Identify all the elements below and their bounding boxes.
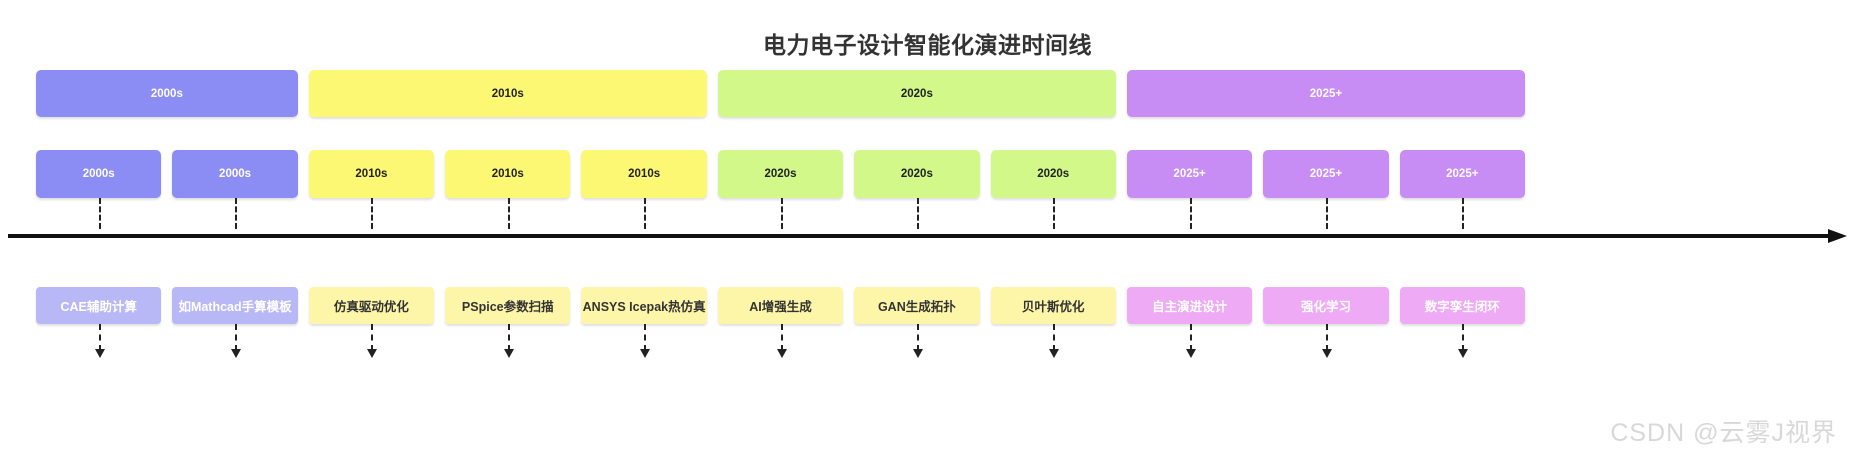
connector-arrow-down-icon	[367, 349, 378, 358]
period-box-label: 2010s	[628, 168, 661, 180]
connector-arrow-down-icon	[640, 349, 651, 358]
connector-line-down	[98, 324, 101, 351]
period-box-label: 2010s	[491, 168, 524, 180]
connector-line-up	[1462, 198, 1465, 229]
era-bar[interactable]: 2025+	[1126, 70, 1525, 117]
connector-line-up	[235, 198, 238, 229]
period-box[interactable]: 2020s	[854, 150, 980, 198]
milestone-box[interactable]: 自主演进设计	[1126, 287, 1253, 324]
period-box-label: 2000s	[82, 168, 115, 180]
period-box-label: 2025+	[1173, 168, 1206, 180]
period-box[interactable]: 2010s	[308, 150, 435, 198]
milestone-label: 贝叶斯优化	[1021, 300, 1085, 314]
era-bar[interactable]: 2020s	[717, 70, 1116, 117]
connector-arrow-down-icon	[94, 349, 105, 358]
milestone-label: ANSYS Icepak热仿真	[582, 300, 706, 314]
period-box[interactable]: 2025+	[1126, 150, 1253, 198]
milestone-box[interactable]: ANSYS Icepak热仿真	[581, 287, 707, 324]
milestone-box[interactable]: GAN生成拓扑	[854, 287, 980, 324]
milestone-label: 数字孪生闭环	[1424, 300, 1500, 314]
milestone-label: 如Mathcad手算模板	[178, 300, 292, 314]
connector-line-down	[916, 324, 919, 351]
milestone-box[interactable]: 仿真驱动优化	[308, 287, 435, 324]
era-bar-label: 2000s	[150, 87, 183, 100]
connector-line-down	[780, 324, 783, 351]
period-box[interactable]: 2000s	[36, 150, 162, 198]
era-bar-label: 2025+	[1309, 87, 1343, 100]
milestone-box[interactable]: 数字孪生闭环	[1399, 287, 1525, 324]
milestone-box[interactable]: AI增强生成	[717, 287, 844, 324]
era-bar[interactable]: 2010s	[308, 70, 707, 117]
connector-line-down	[235, 324, 238, 351]
page-title: 电力电子设计智能化演进时间线	[763, 32, 1092, 58]
connector-line-down	[644, 324, 647, 351]
connector-arrow-down-icon	[1049, 349, 1060, 358]
connector-arrow-down-icon	[1458, 349, 1469, 358]
connector-line-up	[371, 198, 374, 229]
era-bar-label: 2010s	[491, 87, 524, 100]
period-box-label: 2000s	[219, 168, 252, 180]
milestone-box[interactable]: CAE辅助计算	[36, 287, 162, 324]
connector-line-down	[507, 324, 510, 351]
timeline-axis	[8, 229, 1847, 243]
connector-line-up	[780, 198, 783, 229]
milestone-box[interactable]: 贝叶斯优化	[990, 287, 1116, 324]
period-box[interactable]: 2010s	[581, 150, 707, 198]
period-box-label: 2010s	[355, 168, 388, 180]
period-box-label: 2020s	[900, 168, 933, 180]
connector-line-up	[1189, 198, 1192, 229]
watermark: CSDN @云雾J视界	[1610, 419, 1837, 447]
period-band: 2000s 2000s 2010s 2010s 2010s 2020s 2020s 2020s…	[36, 150, 1525, 198]
milestone-label: 强化学习	[1300, 300, 1351, 314]
period-box-label: 2020s	[1037, 168, 1070, 180]
connector-line-up	[98, 198, 101, 229]
timeline-arrow-head	[1828, 229, 1847, 243]
connector-arrow-down-icon	[231, 349, 242, 358]
connector-arrow-down-icon	[503, 349, 514, 358]
milestone-label: 自主演进设计	[1152, 300, 1228, 314]
milestone-box[interactable]: 强化学习	[1263, 287, 1389, 324]
connector-line-up	[916, 198, 919, 229]
milestone-label: PSpice参数扫描	[461, 300, 554, 314]
era-band: 2000s 2010s 2020s 2025+	[36, 70, 1525, 117]
milestone-box[interactable]: PSpice参数扫描	[445, 287, 571, 324]
milestone-box[interactable]: 如Mathcad手算模板	[172, 287, 298, 324]
connector-line-up	[644, 198, 647, 229]
connector-line-down	[1325, 324, 1328, 351]
period-box[interactable]: 2025+	[1263, 150, 1389, 198]
period-box[interactable]: 2010s	[445, 150, 571, 198]
connector-line-down	[1053, 324, 1056, 351]
era-bar-label: 2020s	[900, 87, 933, 100]
milestone-label: 仿真驱动优化	[333, 300, 409, 314]
period-box[interactable]: 2000s	[172, 150, 298, 198]
connector-line-down	[371, 324, 374, 351]
connector-line-up	[1325, 198, 1328, 229]
period-box[interactable]: 2020s	[717, 150, 844, 198]
period-box-label: 2025+	[1309, 168, 1343, 180]
connector-arrow-down-icon	[1185, 349, 1196, 358]
connector-line-up	[507, 198, 510, 229]
period-box[interactable]: 2025+	[1399, 150, 1525, 198]
connector-line-down	[1189, 324, 1192, 351]
era-bar[interactable]: 2000s	[36, 70, 298, 117]
milestone-label: GAN生成拓扑	[877, 300, 956, 314]
period-box-label: 2020s	[764, 168, 797, 180]
connector-arrow-down-icon	[912, 349, 923, 358]
period-box-label: 2025+	[1446, 168, 1479, 180]
connector-arrow-down-icon	[1321, 349, 1332, 358]
connector-line-down	[1462, 324, 1465, 351]
milestone-label: CAE辅助计算	[60, 300, 137, 314]
connector-arrow-down-icon	[776, 349, 787, 358]
milestone-label: AI增强生成	[749, 300, 812, 314]
milestone-label-band: CAE辅助计算 如Mathcad手算模板 仿真驱动优化 PSpice参数扫描 ANSYS…	[36, 287, 1525, 324]
connector-line-up	[1053, 198, 1056, 229]
period-box[interactable]: 2020s	[990, 150, 1116, 198]
